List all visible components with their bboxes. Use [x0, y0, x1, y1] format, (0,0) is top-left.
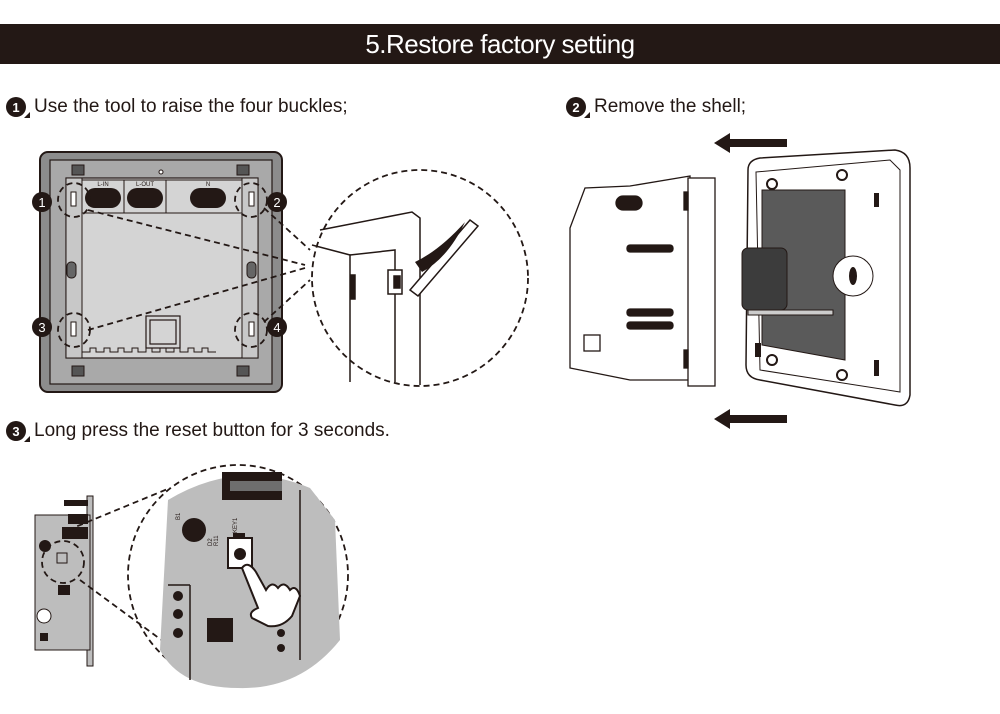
step-2-text: Remove the shell; [594, 96, 747, 117]
marker-3: 3 [38, 320, 45, 335]
reset-zoom-lines [41, 464, 349, 686]
marker-1: 1 [38, 195, 45, 210]
switch-module [569, 175, 716, 387]
label-d2: D2 [208, 538, 214, 546]
step-3-text: Long press the reset button for 3 second… [34, 420, 390, 441]
b1-buzzer [182, 518, 206, 542]
buckle-detail [311, 211, 480, 385]
terminal-n [190, 188, 226, 208]
marker-4: 4 [273, 320, 280, 335]
terminal-l-out [127, 188, 163, 208]
label-r11: R11 [214, 535, 220, 546]
arrow-left-bottom-icon [714, 409, 787, 429]
label-key1: KEY1 [233, 517, 239, 533]
buckle-markers: 1 2 3 4 [32, 192, 287, 337]
arrow-left-top-icon [714, 133, 787, 153]
pcb-zoom-detail [160, 472, 340, 689]
pcb-side-view [34, 495, 94, 667]
step-1-badge: 1 [6, 97, 30, 118]
label-l-in: L-IN [97, 182, 108, 188]
header-bar: 5.Restore factory setting [0, 24, 1000, 64]
step-2-badge: 2 [566, 97, 590, 118]
label-l-out: L-OUT [136, 182, 154, 188]
switch-back-panel [39, 151, 283, 393]
push-arrow-icon [415, 222, 465, 272]
reset-button [227, 537, 253, 569]
marker-2: 2 [273, 195, 280, 210]
buckle-highlights [57, 169, 529, 387]
step-3-badge: 3 [6, 421, 30, 442]
shell-base [741, 149, 911, 407]
step-2: 2 Remove the shell; [566, 96, 746, 118]
step-1: 1 Use the tool to raise the four buckles… [6, 96, 348, 118]
label-n: N [206, 182, 210, 188]
page-title: 5.Restore factory setting [365, 28, 635, 59]
step-3: 3 Long press the reset button for 3 seco… [6, 420, 390, 442]
pressing-finger-icon [240, 563, 302, 628]
label-b1: B1 [176, 512, 182, 520]
terminal-l-in [85, 188, 121, 208]
reset-square [145, 315, 181, 349]
step-1-text: Use the tool to raise the four buckles; [34, 96, 348, 117]
